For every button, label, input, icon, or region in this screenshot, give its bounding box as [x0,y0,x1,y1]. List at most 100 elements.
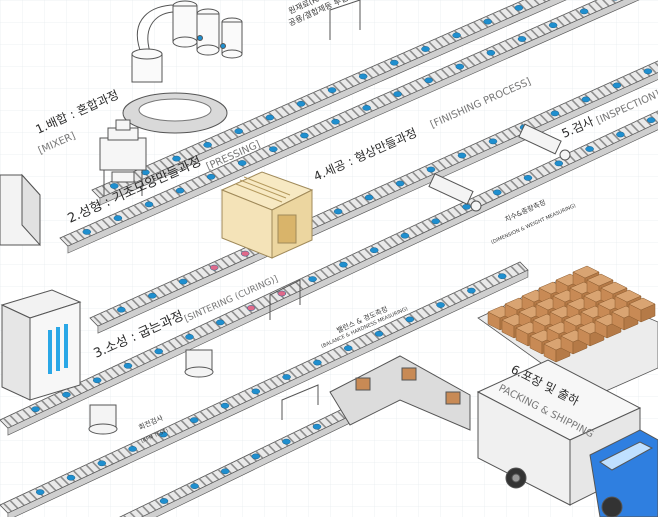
roller [274,108,284,119]
roller [348,200,358,210]
roller [491,45,501,55]
roller [22,493,32,504]
roller [473,21,483,31]
roller [358,336,368,347]
roller [72,470,82,480]
brake-part [97,460,107,467]
mixer-carousel [122,92,228,134]
brake-part [548,22,558,29]
roller [373,188,383,199]
roller [526,119,536,129]
roller [178,151,188,161]
roller [248,153,258,163]
roller [79,467,89,477]
roller [428,41,438,51]
roller [242,156,252,166]
roller [197,142,207,152]
roller [233,252,243,262]
roller [41,484,51,495]
brake-parts [31,0,656,504]
brake-part [362,105,371,111]
roller [165,156,175,167]
brake-part [390,59,399,66]
roller [306,128,316,138]
roller [199,325,209,335]
roller [533,116,543,126]
roller [255,117,265,127]
roller [482,139,492,149]
roller [47,396,57,407]
roller [205,407,216,418]
roller [497,185,507,195]
roller [344,110,354,121]
roller [174,337,184,347]
roller [370,66,380,76]
brake-part [331,118,340,125]
roller [528,170,538,180]
brake-part [185,334,194,340]
roller [478,194,488,204]
roller [498,42,508,53]
roller [174,422,184,432]
roller [562,14,572,24]
roller [123,514,127,517]
roller [210,137,220,147]
roller [127,207,137,217]
roller [622,76,632,86]
brake-part [190,483,199,489]
roller [136,355,146,365]
roller [484,191,494,201]
roller [636,120,646,130]
roller [104,370,114,380]
roller [402,85,412,95]
brake-part [646,117,656,123]
roller [579,146,589,157]
roller [415,310,425,320]
roller [110,367,120,377]
roller [516,176,526,186]
brake-part [313,359,322,366]
brake-part [175,187,185,194]
roller [112,307,122,317]
brake-part [237,160,247,166]
brake-part [300,132,309,139]
roller [452,206,462,216]
brake-part [333,208,343,215]
roller [329,208,339,219]
roller [380,185,390,196]
roller [163,284,173,294]
brake-part [523,175,533,181]
roller [129,358,139,368]
roller [405,174,415,184]
roller [402,52,412,62]
roller [573,149,583,160]
roller [231,310,241,320]
roller [95,187,105,198]
roller [389,236,399,246]
feed-station [0,173,41,247]
brake-part [400,232,410,239]
brake-part [220,402,230,409]
roller [188,272,198,282]
roller [216,167,226,177]
press-machine-icon [99,119,147,196]
roller [338,113,348,124]
roller [543,23,553,33]
roller [204,474,214,484]
roller [545,110,555,121]
roller [299,429,308,438]
roller [504,268,514,278]
roller [230,462,239,472]
roller [229,128,239,138]
box-pallet-icon [477,265,658,399]
roller [184,148,194,158]
roller [453,292,463,302]
roller [575,8,585,19]
roller [319,122,329,132]
roller [300,277,310,288]
roller [220,258,230,268]
roller [337,410,346,420]
brake-part [517,36,527,42]
roller [267,444,277,453]
roller [205,322,215,332]
